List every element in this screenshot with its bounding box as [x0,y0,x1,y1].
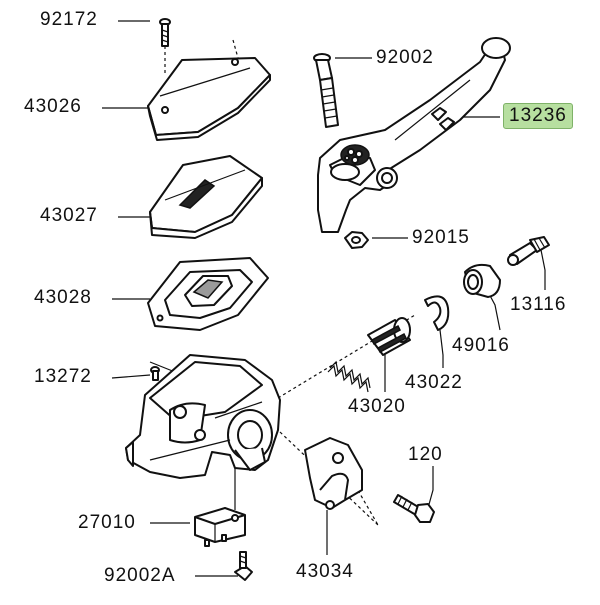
diaphragm-43028 [147,257,269,331]
switch-27010 [194,507,246,547]
piston-kit-43020 [327,317,411,393]
part-label-13236-highlighted[interactable]: 13236 [503,103,573,129]
master-cylinder-body [125,354,281,479]
screw-92172 [159,18,171,47]
part-label-120: 120 [408,444,443,465]
screw-13272 [150,366,160,381]
screw-92002A [234,551,253,581]
part-label-43034: 43034 [296,561,354,582]
circlip-43022 [424,295,450,331]
part-label-92002A: 92002A [104,565,176,586]
diaphragm-plate-43027 [149,155,263,239]
part-label-43022: 43022 [405,372,463,393]
part-label-27010: 27010 [78,512,136,533]
part-label-92015: 92015 [412,227,470,248]
reservoir-cap-43026 [147,57,271,141]
bolt-120 [393,494,435,523]
part-label-13116: 13116 [510,294,567,315]
pivot-bolt-92002 [313,53,339,128]
brake-lever-13236 [317,37,511,233]
part-label-49016: 49016 [452,335,510,356]
part-label-92172: 92172 [40,9,98,30]
part-label-92002: 92002 [376,47,434,68]
dust-boot-49016 [463,263,501,298]
part-label-43026: 43026 [24,96,82,117]
holder-clamp-43034 [304,437,363,510]
part-label-13272: 13272 [34,366,92,387]
push-rod-13116 [507,236,550,266]
part-label-43027: 43027 [40,205,98,226]
part-label-43020: 43020 [348,396,406,417]
part-label-43028: 43028 [34,287,92,308]
nut-92015 [344,231,369,249]
